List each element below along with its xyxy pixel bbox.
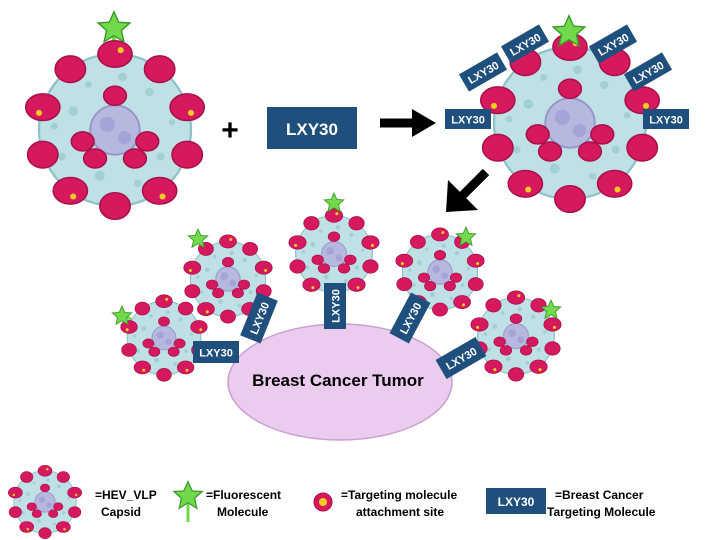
- legend-capsid-text-line1: =HEV_VLP: [95, 488, 157, 502]
- ligand-box: LXY30: [389, 292, 431, 344]
- legend-ligand-text-line1: =Breast Cancer: [555, 488, 644, 502]
- ligand-box: LXY30: [240, 292, 278, 344]
- capsid-reactant: [24, 11, 206, 221]
- tumor-label: Breast Cancer Tumor: [252, 371, 424, 390]
- legend-fluor-text-line1: =Fluorescent: [206, 488, 281, 502]
- legend-fluor-item: =Fluorescent Molecule: [173, 480, 281, 522]
- legend: =HEV_VLP Capsid =Fluorescent Molecule =T…: [7, 464, 656, 540]
- ligand-box-icon: [486, 488, 546, 514]
- bound-capsid: LXY30: [389, 226, 485, 344]
- legend-site-text-line2: attachment site: [356, 505, 444, 519]
- reaction-arrow-down-left: [446, 168, 490, 212]
- legend-ligand-text-line2: Targeting Molecule: [547, 505, 656, 519]
- legend-ligand-box-label: LXY30: [498, 495, 535, 509]
- capsid-product: LXY30 LXY30 LXY30 LXY30 LXY30 LXY30: [445, 15, 689, 214]
- legend-capsid-text-line2: Capsid: [101, 505, 141, 519]
- ligand-box-label: LXY30: [199, 348, 233, 360]
- ligand-box: LXY30: [193, 341, 239, 363]
- ligand-box-label: LXY30: [649, 115, 683, 127]
- legend-capsid-item: =HEV_VLP Capsid: [7, 464, 157, 540]
- legend-ligand-item: LXY30 =Breast Cancer Targeting Molecule: [486, 488, 656, 519]
- ligand-box-label: LXY30: [331, 289, 343, 323]
- ligand-reactant: LXY30: [267, 107, 357, 149]
- legend-site-item: =Targeting molecule attachment site: [313, 488, 457, 519]
- ligand-box: LXY30: [445, 109, 491, 129]
- ligand-box: LXY30: [324, 283, 346, 329]
- ligand-reactant-label: LXY30: [286, 120, 338, 139]
- bound-capsid: LXY30: [111, 294, 239, 382]
- reaction-arrow-right: [380, 109, 436, 137]
- ligand-box: LXY30: [623, 52, 673, 92]
- bound-capsid: LXY30: [183, 228, 278, 344]
- plus-sign: +: [221, 114, 239, 147]
- legend-site-text-line1: =Targeting molecule: [341, 488, 457, 502]
- legend-fluor-text-line2: Molecule: [217, 505, 269, 519]
- ligand-box-label: LXY30: [451, 115, 485, 127]
- capsid-icon: [7, 464, 83, 540]
- ligand-box: LXY30: [643, 109, 689, 129]
- bound-capsid: LXY30: [288, 192, 380, 329]
- ligand-box: LXY30: [435, 336, 487, 380]
- ligand-box: LXY30: [458, 52, 508, 92]
